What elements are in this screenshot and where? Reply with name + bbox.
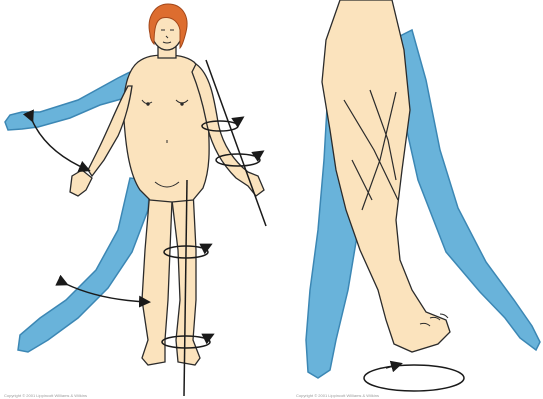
- blue-abducted-leg: [18, 178, 150, 352]
- figure-left-hand: [70, 170, 92, 196]
- leg-rotation-arrow-hip: [204, 245, 210, 248]
- foot-rotation-ellipse: [364, 365, 464, 391]
- copyright-credit-right: Copyright © 2001 Lippincott Williams & W…: [296, 393, 379, 398]
- copyright-credit-left: Copyright © 2001 Lippincott Williams & W…: [4, 393, 87, 398]
- leg-rotation-arrow-ankle: [206, 335, 212, 338]
- standing-figure: [70, 14, 264, 365]
- right-panel: [306, 0, 540, 391]
- left-panel: [5, 4, 266, 396]
- arm-rotation-arrow-upper: [236, 118, 242, 122]
- arm-rotation-arrow-lower: [256, 152, 262, 156]
- arm-abduction-arrow: [32, 120, 88, 170]
